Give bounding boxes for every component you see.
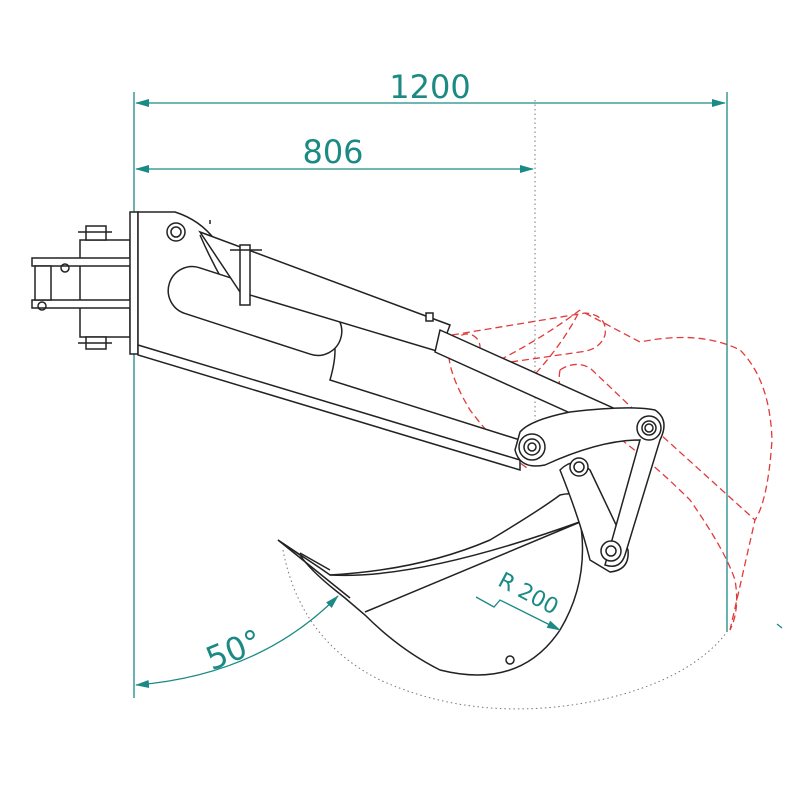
dimension-806: 806 — [135, 133, 534, 173]
swing-arc — [282, 549, 728, 710]
reference-lines — [133, 92, 728, 698]
bucket — [277, 493, 589, 676]
linkage — [514, 407, 665, 573]
mounting-bracket — [31, 211, 139, 355]
tick-mark — [776, 623, 783, 629]
dimension-806-label: 806 — [302, 133, 363, 171]
angle-label: 50° — [200, 622, 267, 678]
dimension-1200-label: 1200 — [389, 68, 470, 106]
dimension-angle: 50° — [135, 595, 339, 688]
dimension-1200: 1200 — [135, 68, 726, 107]
